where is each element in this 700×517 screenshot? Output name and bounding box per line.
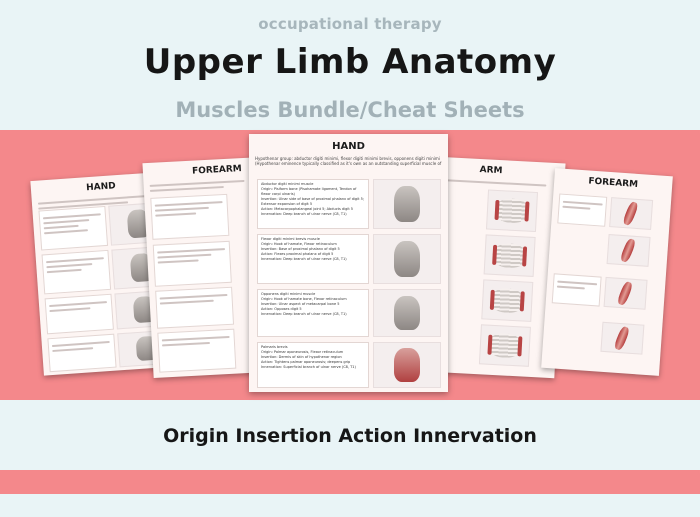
muscle-action: Action: Metacarpophalangeal joint 5; Abd… (261, 207, 354, 211)
forearm-image (606, 234, 651, 267)
arm-image (481, 279, 534, 322)
muscle-card: Palmaris brevis Origin: Palmar aponeuros… (257, 342, 369, 388)
sheet-hand-center: HAND Hypothenar group: abductor digiti m… (249, 134, 448, 392)
muscle-name: Palmaris brevis (261, 345, 288, 349)
muscle-card: Flexor digiti minimi brevis muscle Origi… (257, 234, 369, 284)
muscle-innervation: Innervation: Deep branch of ulnar nerve … (261, 312, 347, 316)
forearm-image (603, 276, 648, 310)
muscle-name: Flexor digiti minimi brevis muscle (261, 237, 320, 241)
arm-image (485, 189, 539, 233)
muscle-innervation: Innervation: Superficial branch of ulnar… (261, 365, 356, 369)
pink-bottom-band (0, 470, 700, 494)
hand-image (373, 342, 441, 388)
muscle-card: Abductor digiti minimi muscle Origin: Pi… (257, 179, 369, 229)
sheet-title: HAND (332, 141, 365, 152)
muscle-card: Opponens digiti minimi muscle Origin: Ho… (257, 289, 369, 337)
muscle-innervation: Innervation: Deep branch of ulnar nerve … (261, 257, 347, 261)
bottom-strip (0, 494, 700, 517)
muscle-origin: Origin: Pisiform bone (Pisohamate ligame… (261, 187, 357, 196)
page-title: Upper Limb Anatomy (143, 42, 557, 82)
eyebrow-text: occupational therapy (258, 15, 442, 33)
footer-tagline: Origin Insertion Action Innervation (163, 425, 537, 447)
arm-image (483, 234, 536, 277)
muscle-origin: Origin: Palmar aponeurosis, Flexor retin… (261, 350, 344, 354)
muscle-name: Abductor digiti minimi muscle (261, 182, 314, 186)
header-background (0, 0, 700, 130)
muscle-insertion: Insertion: Dermis of skin of hypothenar … (261, 355, 342, 359)
muscle-insertion: Insertion: Ulnar side of base of proxima… (261, 197, 364, 206)
sheet-intro: Hypothenar group: abductor digiti minimi… (255, 156, 442, 166)
muscle-innervation: Innervation: Deep branch of ulnar nerve … (261, 212, 347, 216)
muscle-action: Action: Opposes digit 5 (261, 307, 302, 311)
footer-background (0, 400, 700, 470)
sheet-title: FOREARM (588, 176, 639, 190)
hand-image (373, 179, 441, 229)
muscle-origin: Origin: Hook of hamate bone, Flexor reti… (261, 297, 347, 301)
hand-image (373, 234, 441, 284)
muscle-action: Action: Flexes proximal phalanx of digit… (261, 252, 334, 256)
page-subtitle: Muscles Bundle/Cheat Sheets (175, 98, 525, 122)
forearm-image (600, 321, 645, 355)
sheet-forearm-right: FOREARM (541, 168, 673, 376)
muscle-origin: Origin: Hook of hamate, Flexor retinacul… (261, 242, 337, 246)
muscle-insertion: Insertion: Base of proximal phalanx of d… (261, 247, 340, 251)
arm-image (478, 324, 531, 367)
forearm-image (609, 197, 654, 230)
hand-image (373, 289, 441, 337)
muscle-action: Action: Tightens palmar aponeurosis; dee… (261, 360, 351, 364)
muscle-name: Opponens digiti minimi muscle (261, 292, 316, 296)
muscle-insertion: Insertion: Ulnar aspect of metacarpal bo… (261, 302, 340, 306)
